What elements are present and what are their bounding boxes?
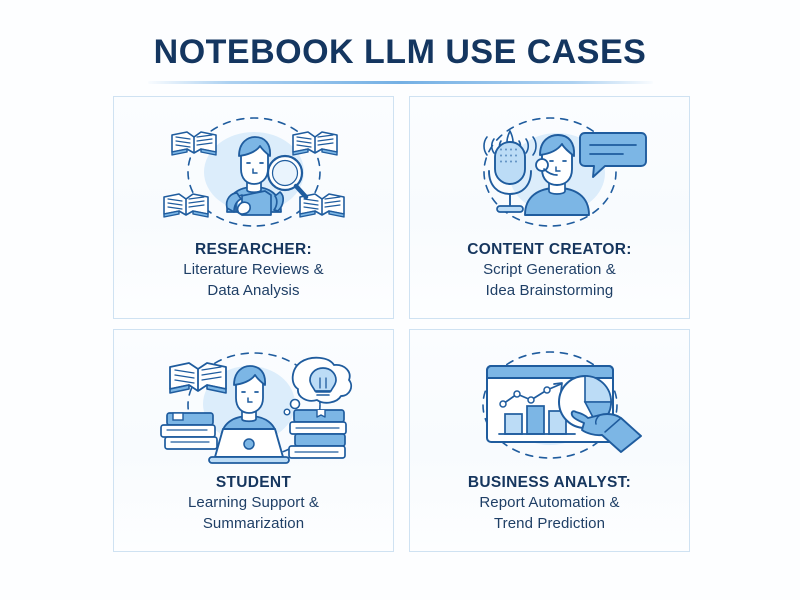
use-case-card-business-analyst[interactable]: BUSINESS ANALYST: Report Automation & Tr… bbox=[409, 329, 690, 552]
card-desc-line-1: Literature Reviews & bbox=[183, 261, 324, 279]
card-desc-line-2: Data Analysis bbox=[207, 282, 300, 300]
lightbulb-icon bbox=[308, 367, 337, 396]
person-with-magnifier bbox=[225, 136, 308, 216]
title-underline-accent bbox=[147, 81, 653, 85]
page-title: NOTEBOOK LLM USE CASES bbox=[153, 33, 647, 71]
open-book-icon bbox=[168, 362, 227, 394]
card-role-label: STUDENT bbox=[215, 474, 292, 491]
bar-chart bbox=[497, 405, 576, 435]
laptop-icon bbox=[207, 428, 290, 464]
open-book-top-left bbox=[170, 131, 217, 156]
use-case-grid: RESEARCHER: Literature Reviews & Data An… bbox=[113, 96, 690, 552]
card-desc-line-1: Learning Support & bbox=[187, 494, 320, 512]
card-text-block: RESEARCHER: Literature Reviews & Data An… bbox=[183, 239, 323, 302]
use-case-card-researcher[interactable]: RESEARCHER: Literature Reviews & Data An… bbox=[113, 96, 394, 319]
card-desc-line-2: Summarization bbox=[202, 515, 305, 533]
trend-line-arrow bbox=[498, 382, 563, 408]
open-book-bottom-right bbox=[298, 193, 345, 218]
person-with-headset bbox=[523, 134, 590, 216]
card-text-block: CONTENT CREATOR: Script Generation & Ide… bbox=[467, 239, 631, 302]
use-case-card-content-creator[interactable]: CONTENT CREATOR: Script Generation & Ide… bbox=[409, 96, 690, 319]
content-creator-icon bbox=[482, 117, 647, 227]
thought-bubble-icon bbox=[282, 356, 352, 416]
magnifying-glass bbox=[266, 154, 308, 200]
book-stack-left bbox=[159, 412, 218, 450]
microphone-icon bbox=[487, 130, 532, 213]
pointing-hand-icon bbox=[570, 410, 642, 453]
card-desc-line-2: Trend Prediction bbox=[493, 515, 606, 533]
speech-bubble-icon bbox=[578, 132, 647, 178]
open-book-top-right bbox=[291, 131, 338, 156]
card-role-label: BUSINESS ANALYST: bbox=[467, 474, 632, 491]
title-block: NOTEBOOK LLM USE CASES bbox=[0, 33, 800, 85]
card-desc-line-2: Idea Brainstorming bbox=[485, 282, 614, 300]
card-role-label: RESEARCHER: bbox=[195, 241, 312, 258]
student-icon bbox=[159, 352, 352, 464]
card-desc-line-1: Report Automation & bbox=[479, 494, 620, 512]
card-role-label: CONTENT CREATOR: bbox=[467, 241, 632, 258]
use-case-card-student[interactable]: STUDENT Learning Support & Summarization bbox=[113, 329, 394, 552]
open-book-bottom-left bbox=[162, 193, 209, 218]
business-analyst-icon bbox=[481, 351, 642, 459]
researcher-icon bbox=[162, 117, 345, 227]
card-text-block: STUDENT Learning Support & Summarization bbox=[188, 472, 319, 535]
card-text-block: BUSINESS ANALYST: Report Automation & Tr… bbox=[468, 472, 631, 535]
book-stack-right bbox=[287, 409, 347, 459]
card-desc-line-1: Script Generation & bbox=[483, 261, 616, 279]
